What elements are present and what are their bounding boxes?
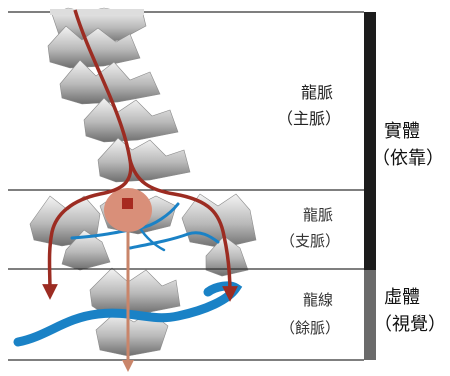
mountain-peak bbox=[47, 25, 141, 69]
vein-arrow bbox=[42, 9, 133, 300]
real-body-title: 實體 bbox=[384, 121, 420, 142]
virtual-body-sub: （視覺） bbox=[374, 314, 446, 335]
sight-line-sub: （餘脈） bbox=[280, 319, 340, 337]
mountain-peak bbox=[97, 137, 191, 183]
divider-lines bbox=[8, 11, 364, 361]
virtual-body-title: 虛體 bbox=[384, 287, 420, 308]
water-stream bbox=[128, 231, 220, 250]
mountain-peak bbox=[59, 59, 161, 105]
real-body-bar bbox=[364, 12, 376, 270]
branch-vein-sub: （支脈） bbox=[280, 232, 340, 250]
top-cap bbox=[50, 9, 144, 15]
main-vein-title: 龍脈 bbox=[301, 83, 333, 102]
real-body-sub: （依靠） bbox=[372, 148, 444, 169]
focus-square bbox=[122, 198, 133, 209]
main-vein-sub: （主脈） bbox=[277, 109, 341, 128]
mountain-peak bbox=[83, 97, 179, 143]
mountain-peak bbox=[61, 229, 111, 271]
water-stream bbox=[138, 226, 166, 252]
sight-line-title: 龍線 bbox=[303, 291, 333, 309]
vein-arrow-branch bbox=[128, 159, 238, 302]
focus-point bbox=[104, 188, 152, 232]
virtual-body-bar bbox=[364, 270, 376, 360]
mountain-peak bbox=[89, 267, 181, 315]
branch-vein-title: 龍脈 bbox=[303, 206, 333, 224]
